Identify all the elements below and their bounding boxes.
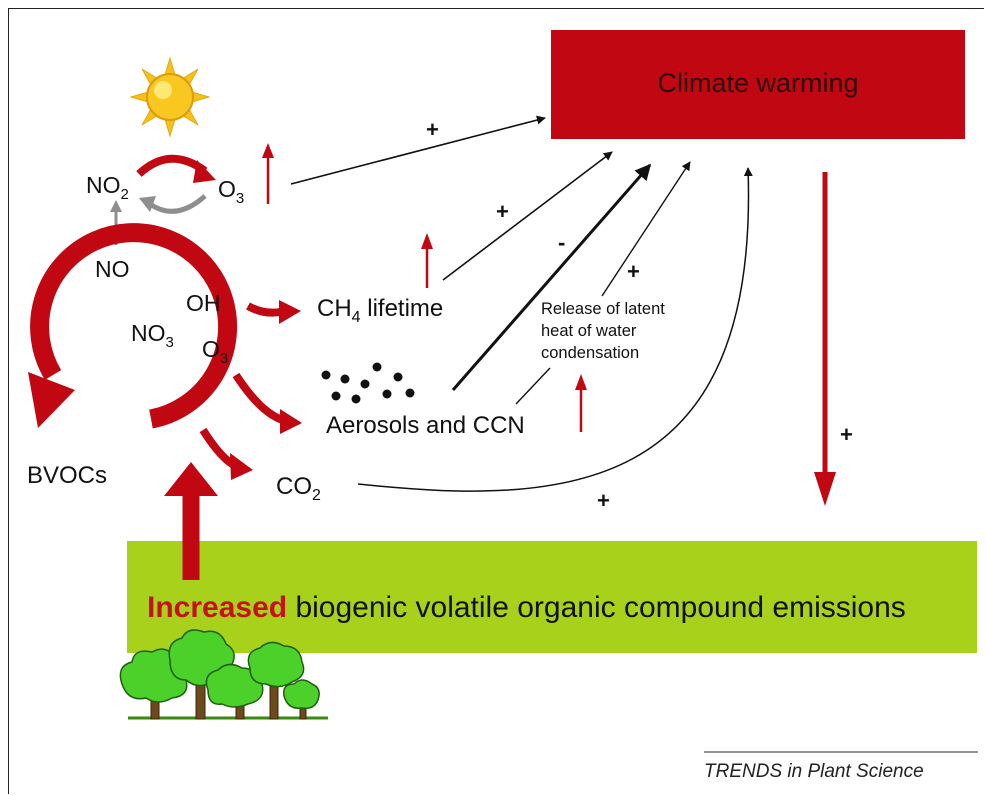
latent-heat-line-1: Release of latent (541, 300, 665, 318)
oxidation-circle-arrow (30, 223, 238, 429)
sun-icon (129, 56, 211, 138)
increased-emphasis: Increased (147, 591, 287, 624)
latent-heat-line-2: heat of water (541, 322, 637, 340)
emissions-box: Increased biogenic volatile organic comp… (127, 541, 977, 653)
bvoc-oxidation-cycle (28, 223, 302, 480)
o3-to-no2-arrow (148, 194, 207, 214)
co2-to-warming-arrow (357, 167, 753, 492)
sign-co2-warming: + (597, 488, 610, 513)
ozone-to-warming-arrow (290, 115, 546, 185)
no-label: NO (95, 256, 130, 282)
ozone-increase-arrow (262, 143, 274, 204)
warming-to-emissions-arrow (814, 172, 836, 506)
aerosols-label: Aerosols and CCN (326, 412, 525, 439)
no2-o3-cycle (110, 154, 216, 245)
co2-label: CO2 (276, 473, 321, 504)
latent-heat-line-3: condensation (541, 344, 639, 362)
sign-ch4-warming: + (496, 199, 509, 224)
no3-label: NO3 (131, 320, 174, 351)
oh-label: OH (186, 290, 221, 316)
ch4-increase-arrow (421, 233, 433, 288)
sign-latent-warming: + (627, 259, 640, 284)
latent-heat-to-warming-arrow (601, 161, 691, 297)
bvocs-label: BVOCs (27, 462, 107, 489)
sign-warming-emissions: + (840, 422, 853, 447)
emissions-to-bvocs-arrow (164, 462, 218, 580)
ch4-lifetime-label: CH4 lifetime (317, 295, 443, 326)
no2-label: NO2 (86, 172, 129, 203)
emissions-text: biogenic volatile organic compound emiss… (295, 591, 905, 624)
aerosols-to-warming-arrow (451, 163, 652, 391)
credit-label: TRENDS in Plant Science (704, 761, 924, 782)
aerosols-to-latent-heat-line (515, 367, 551, 405)
aerosol-particles-icon (321, 362, 415, 404)
oxidant-o3-label: O3 (202, 336, 228, 367)
o3-label: O3 (218, 176, 244, 207)
climate-warming-box: Climate warming (551, 30, 965, 139)
trees-icon (119, 629, 328, 720)
sign-ozone-warming: + (426, 117, 439, 142)
arrow-to-aerosols (232, 372, 288, 425)
emissions-label: Increased biogenic volatile organic comp… (147, 591, 906, 624)
ch4-to-warming-arrow (442, 151, 613, 281)
sign-aerosols-warming: - (558, 230, 565, 255)
climate-warming-label: Climate warming (657, 68, 858, 98)
aerosol-increase-arrow (575, 374, 587, 432)
figure-frame (8, 8, 984, 794)
